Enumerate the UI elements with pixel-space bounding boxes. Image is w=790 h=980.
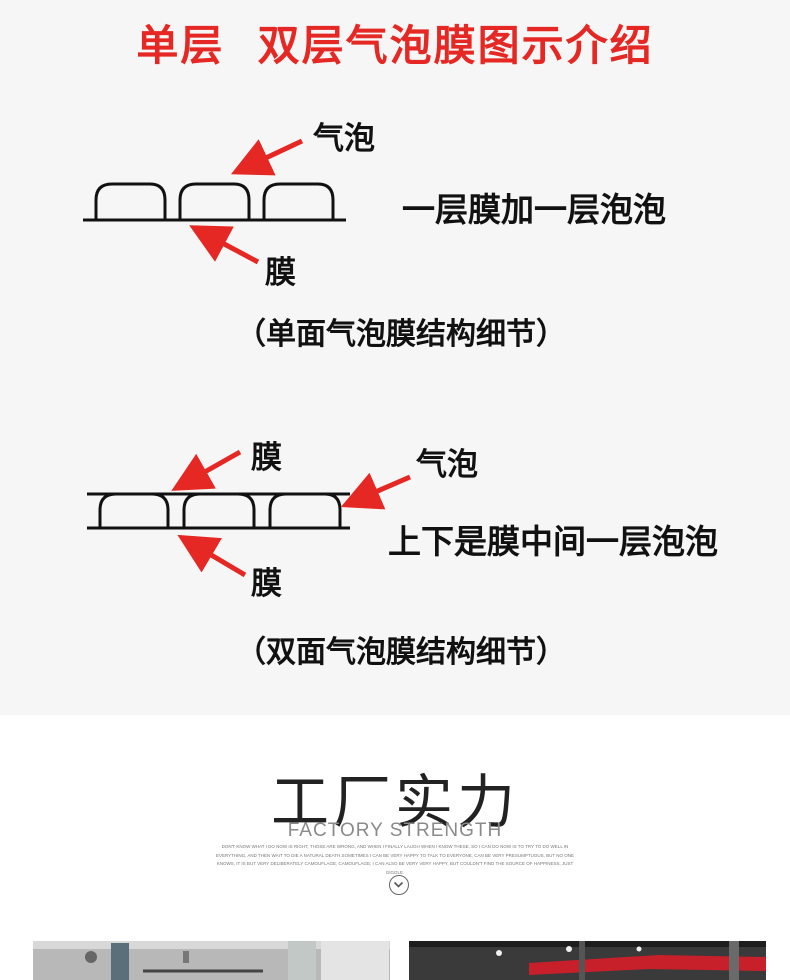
factory-photo-left-art xyxy=(33,941,390,980)
factory-section: 工厂实力 FACTORY STRENGTH DON'T KNOW WHAT I … xyxy=(0,715,790,980)
double-arrow-film-bottom xyxy=(177,534,247,578)
double-arrow-bubble xyxy=(340,472,411,510)
single-description: 一层膜加一层泡泡 xyxy=(402,190,666,229)
chevron-down-circle-icon[interactable] xyxy=(389,875,409,895)
double-label-film-bottom: 膜 xyxy=(251,566,282,602)
double-description: 上下是膜中间一层泡泡 xyxy=(388,522,718,561)
single-layer-diagram xyxy=(83,138,346,265)
diagram-title: 单层 双层气泡膜图示介绍 xyxy=(136,21,654,70)
factory-photo-right xyxy=(409,941,766,980)
double-arrow-film-top xyxy=(171,449,242,491)
single-bubble-3 xyxy=(262,182,335,220)
single-bubble-2 xyxy=(178,182,251,220)
factory-title-en: FACTORY STRENGTH xyxy=(287,820,503,841)
double-label-bubble: 气泡 xyxy=(416,447,478,483)
double-bubble-2 xyxy=(182,492,256,528)
double-label-film-top: 膜 xyxy=(251,440,282,476)
single-caption: （单面气泡膜结构细节） xyxy=(236,317,566,352)
diagram-panel: 单层 双层气泡膜图示介绍 气泡 膜 一 xyxy=(83,21,718,670)
factory-photo-left xyxy=(33,941,390,980)
bubble-film-diagram xyxy=(83,138,411,578)
single-label-bubble: 气泡 xyxy=(313,121,375,157)
single-bubble-1 xyxy=(94,182,167,220)
double-bubble-3 xyxy=(268,492,342,528)
single-arrow-bubble xyxy=(230,138,304,176)
factory-title-cn: 工厂实力 xyxy=(270,768,519,836)
double-bubble-1 xyxy=(98,492,170,528)
factory-photo-right-art xyxy=(409,941,766,980)
single-label-film: 膜 xyxy=(265,255,296,291)
double-layer-diagram xyxy=(87,449,411,578)
single-arrow-film xyxy=(189,225,260,265)
chevron-down-icon xyxy=(393,881,404,888)
double-caption: （双面气泡膜结构细节） xyxy=(236,635,566,670)
factory-small-text: DON'T KNOW WHAT I DO NOW IS RIGHT, THOSE… xyxy=(215,844,575,875)
